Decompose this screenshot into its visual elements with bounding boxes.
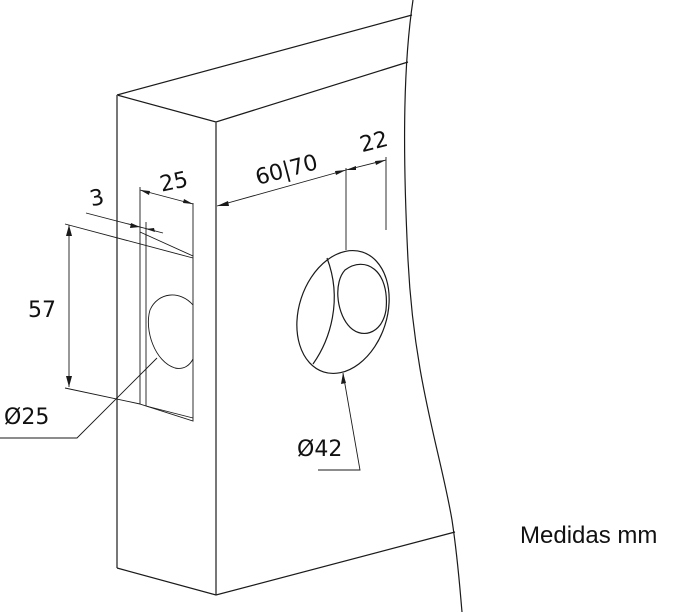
arrow-icon <box>217 201 229 206</box>
faceplate-bottom-lip <box>145 405 194 419</box>
faceplate-outline <box>139 231 194 422</box>
dim-57-ext-bottom <box>64 387 141 405</box>
door-top-front-edge <box>116 61 409 123</box>
arrow-icon <box>341 373 346 384</box>
arrow-icon <box>130 223 140 228</box>
bolt-hole <box>147 294 194 369</box>
arrow-icon <box>140 190 150 195</box>
arrow-icon <box>346 166 356 170</box>
door-top-back-edge <box>116 14 413 96</box>
arrow-icon <box>183 199 193 204</box>
knob-thumbturn <box>337 263 387 334</box>
leader-knob <box>318 372 361 471</box>
knob-inner-curve <box>312 257 335 365</box>
dim-backset-line <box>216 169 347 207</box>
door-bottom-edge <box>116 531 456 596</box>
arrow-icon <box>66 376 72 387</box>
arrow-icon <box>335 170 346 175</box>
units-note: Medidas mm <box>520 522 658 549</box>
knob-outer <box>296 249 390 375</box>
door-break-line <box>403 0 463 612</box>
arrow-icon <box>66 225 72 236</box>
dim-label-knob-hole: Ø42 <box>297 437 343 462</box>
dim-57-ext-top <box>64 223 194 259</box>
dim-label-bolt-hole: Ø25 <box>4 405 50 430</box>
leader-bolt-hole <box>0 357 158 439</box>
dim-label-faceplate-height: 57 <box>28 298 56 323</box>
arrow-icon <box>375 160 386 165</box>
arrow-icon <box>146 228 155 232</box>
